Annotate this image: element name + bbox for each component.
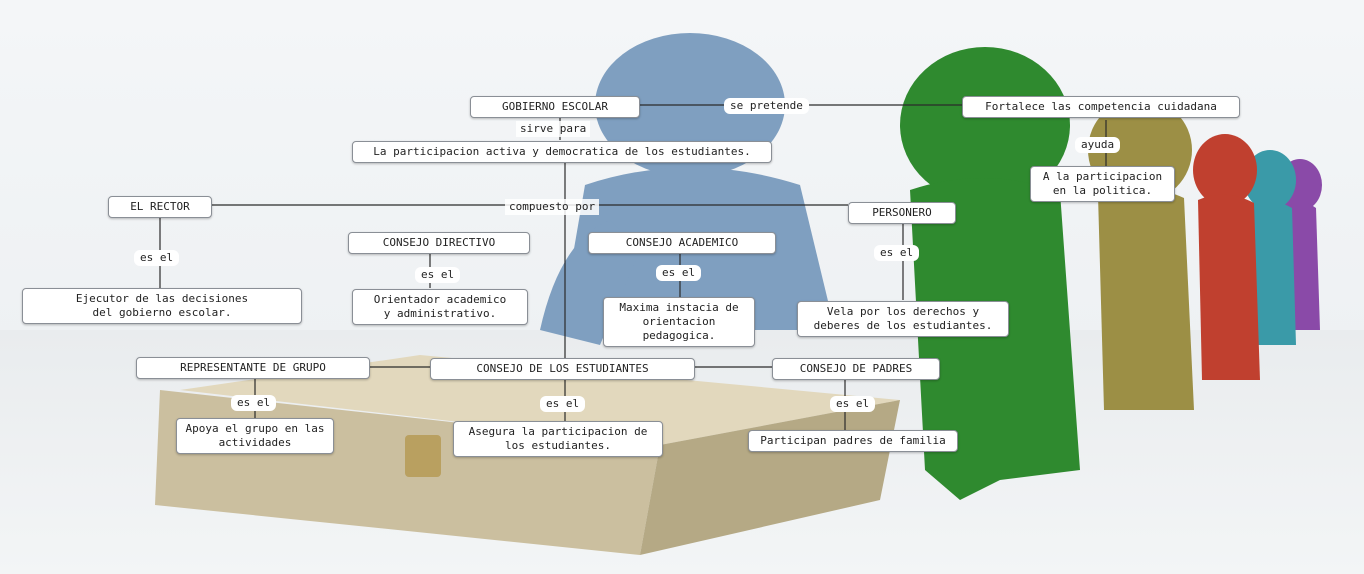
node-orientador-academico: Orientador academico y administrativo. <box>352 289 528 325</box>
node-consejo-directivo: CONSEJO DIRECTIVO <box>348 232 530 254</box>
node-participacion-activa: La participacion activa y democratica de… <box>352 141 772 163</box>
node-participan-padres: Participan padres de familia <box>748 430 958 452</box>
figure-green <box>900 47 1080 500</box>
link-sirve-para: sirve para <box>516 121 591 137</box>
link-es-el-personero: es el <box>874 245 920 261</box>
figure-teal <box>1244 150 1296 345</box>
link-es-el-estudiantes: es el <box>540 396 586 412</box>
node-gobierno-escolar: GOBIERNO ESCOLAR <box>470 96 640 118</box>
node-fortalece-competencia: Fortalece las competencia cuidadana <box>962 96 1240 118</box>
link-es-el-academico: es el <box>656 265 702 281</box>
node-consejo-academico: CONSEJO ACADEMICO <box>588 232 776 254</box>
link-se-pretende: se pretende <box>724 98 809 114</box>
node-consejo-estudiantes: CONSEJO DE LOS ESTUDIANTES <box>430 358 695 380</box>
node-vela-derechos: Vela por los derechos y deberes de los e… <box>797 301 1009 337</box>
link-ayuda: ayuda <box>1075 137 1121 153</box>
node-ejecutor-decisiones: Ejecutor de las decisiones del gobierno … <box>22 288 302 324</box>
link-es-el-padres: es el <box>830 396 876 412</box>
node-consejo-padres: CONSEJO DE PADRES <box>772 358 940 380</box>
node-el-rector: EL RECTOR <box>108 196 212 218</box>
node-apoya-grupo: Apoya el grupo en las actividades <box>176 418 334 454</box>
link-es-el-rector: es el <box>134 250 180 266</box>
node-maxima-instancia: Maxima instacia de orientacion pedagogic… <box>603 297 755 347</box>
node-personero: PERSONERO <box>848 202 956 224</box>
node-representante-grupo: REPRESENTANTE DE GRUPO <box>136 357 370 379</box>
node-asegura-participacion: Asegura la participacion de los estudian… <box>453 421 663 457</box>
node-participacion-politica: A la participacion en la politica. <box>1030 166 1175 202</box>
figure-red <box>1193 134 1260 380</box>
link-es-el-directivo: es el <box>415 267 461 283</box>
link-compuesto-por: compuesto por <box>505 199 600 215</box>
link-es-el-representante: es el <box>231 395 277 411</box>
